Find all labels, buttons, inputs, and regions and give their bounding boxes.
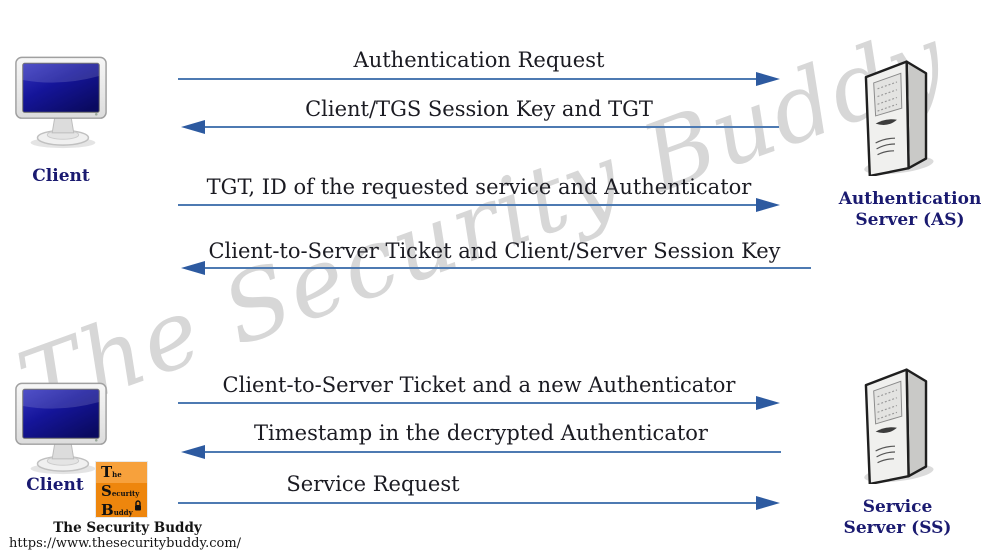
service-server-icon	[864, 368, 934, 484]
message-arrow-right	[178, 198, 780, 212]
padlock-icon	[135, 500, 141, 511]
authentication-server-label-line1: Authentication	[838, 189, 982, 209]
message-label-ticket-new-authenticator: Client-to-Server Ticket and a new Authen…	[222, 373, 736, 397]
arrowhead-right-icon	[756, 396, 780, 410]
logo-line-the: The	[101, 463, 122, 481]
message-arrow-left	[181, 261, 811, 275]
logo-line-security: Security	[101, 482, 140, 500]
client-computer-icon	[15, 56, 107, 149]
arrowhead-right-icon	[756, 72, 780, 86]
message-arrow-left	[181, 120, 779, 134]
client-label-top: Client	[32, 166, 90, 186]
message-arrow-left	[181, 445, 781, 459]
message-arrow-right	[178, 396, 780, 410]
message-label-service-request: Service Request	[286, 472, 460, 496]
brand-url: https://www.thesecuritybuddy.com/	[8, 536, 242, 551]
client-computer-icon	[15, 382, 107, 475]
logo-line-buddy: Buddy	[101, 501, 133, 519]
client-label-bottom: Client	[26, 475, 84, 495]
service-server-label-line2: Server (SS)	[843, 518, 952, 538]
arrowhead-right-icon	[756, 496, 780, 510]
brand-name: The Security Buddy	[53, 520, 202, 536]
message-arrow-right	[178, 72, 780, 86]
message-label-tgt-id-authenticator: TGT, ID of the requested service and Aut…	[206, 175, 752, 199]
arrowhead-left-icon	[181, 445, 205, 459]
service-server-label: Service Server (SS)	[820, 497, 975, 539]
arrowhead-right-icon	[756, 198, 780, 212]
security-buddy-logo: The Security Buddy	[96, 462, 147, 519]
arrowhead-left-icon	[181, 261, 205, 275]
authentication-server-label: Authentication Server (AS)	[830, 189, 990, 231]
service-server-label-line1: Service	[862, 497, 933, 517]
message-label-timestamp: Timestamp in the decrypted Authenticator	[254, 421, 708, 445]
message-arrow-right	[178, 496, 780, 510]
message-label-authentication-request: Authentication Request	[353, 48, 605, 72]
authentication-server-label-line2: Server (AS)	[855, 210, 965, 230]
message-label-ticket-session-key: Client-to-Server Ticket and Client/Serve…	[208, 239, 781, 263]
authentication-server-icon	[864, 60, 934, 176]
arrowhead-left-icon	[181, 120, 205, 134]
message-label-session-key-tgt: Client/TGS Session Key and TGT	[305, 97, 653, 121]
